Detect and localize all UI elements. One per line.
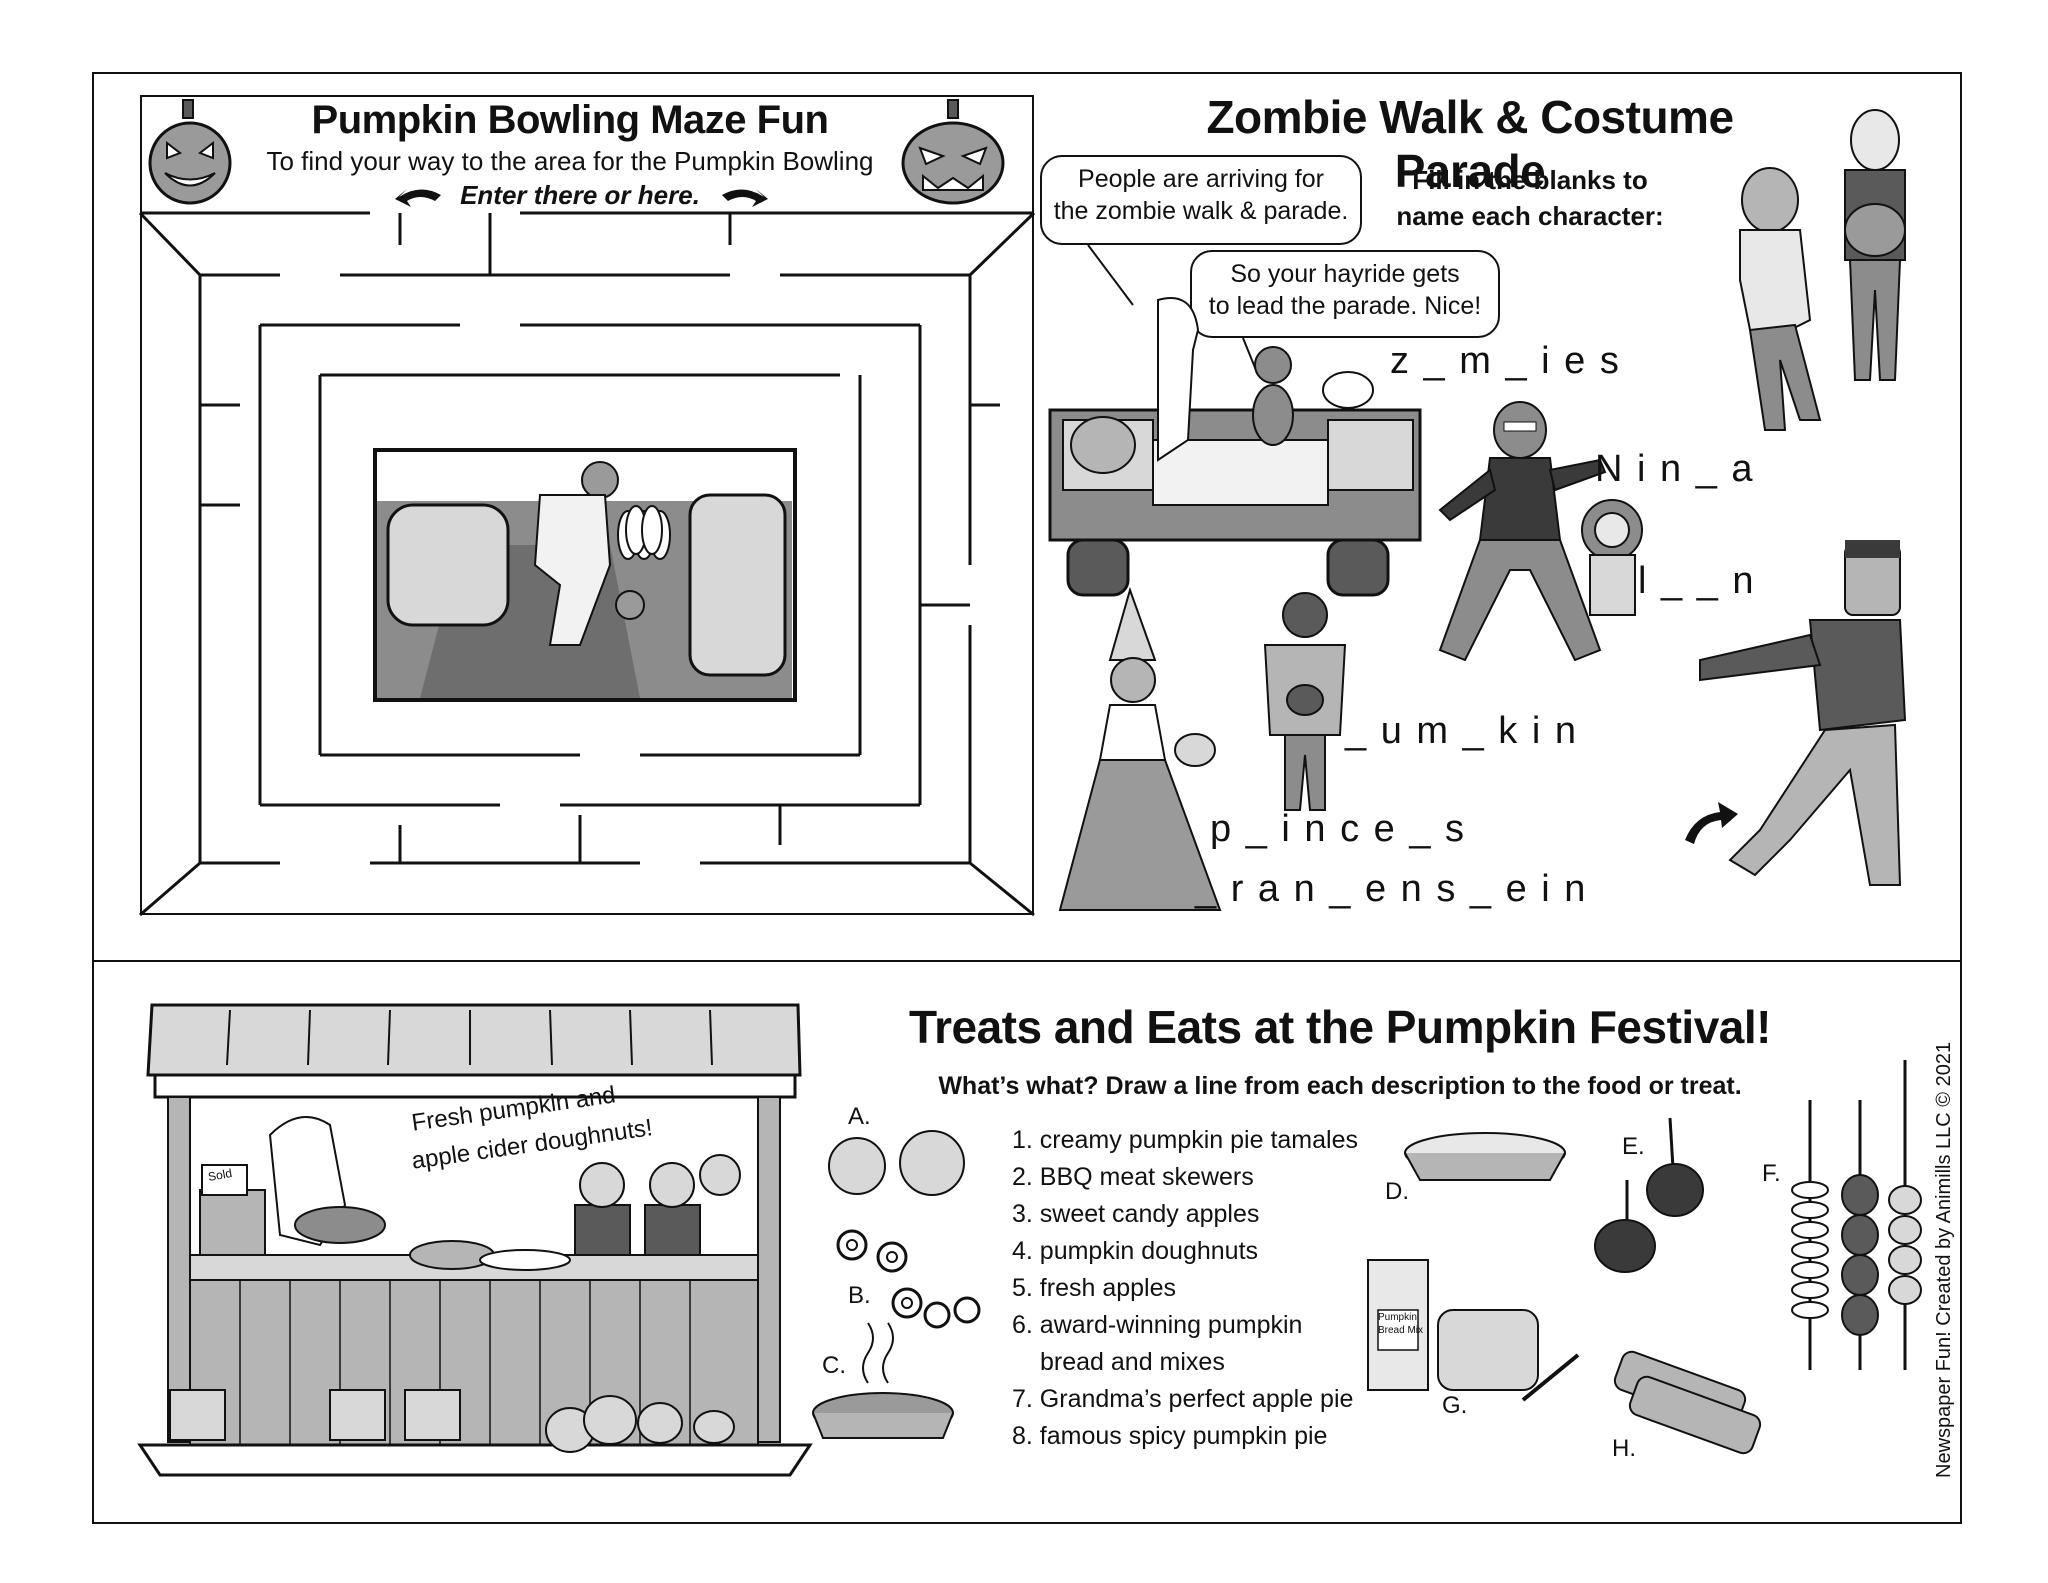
arrow-right-icon xyxy=(722,189,768,207)
letter-h: H. xyxy=(1612,1435,1636,1462)
food-item-8: 8. famous spicy pumpkin pie xyxy=(1012,1422,1328,1450)
blank-ninja: N i n _ a xyxy=(1595,448,1755,490)
maze-subtitle: To find your way to the area for the Pum… xyxy=(266,146,874,176)
food-item-1: 1. creamy pumpkin pie tamales xyxy=(1012,1126,1358,1154)
food-item-7: 7. Grandma’s perfect apple pie xyxy=(1012,1385,1354,1413)
princess-character xyxy=(1058,586,1222,911)
curved-arrow-icon xyxy=(1685,802,1738,844)
bubble1-line2: the zombie walk & parade. xyxy=(1053,197,1349,225)
letter-g: G. xyxy=(1442,1392,1468,1419)
maze-title: Pumpkin Bowling Maze Fun xyxy=(311,98,829,142)
blank-zombies: z _ m _ i e s xyxy=(1390,340,1621,382)
food-item-2: 2. BBQ meat skewers xyxy=(1012,1163,1254,1191)
pumpkin-tamales-icon xyxy=(1613,1350,1762,1455)
letter-d: D. xyxy=(1385,1178,1409,1205)
blank-frankenstein: _ r a n _ e n s _ e i n xyxy=(1195,868,1588,910)
zombie-instructions-line1: Fill in the blanks to xyxy=(1412,165,1648,195)
fresh-apples-icon xyxy=(828,1130,965,1196)
pumpkin-pie-c-icon xyxy=(812,1322,954,1439)
maze-walls xyxy=(138,211,1036,917)
jack-o-lantern-left-icon xyxy=(148,99,232,205)
bread-and-mix-icon xyxy=(1367,1259,1580,1402)
food-item-5: 5. fresh apples xyxy=(1012,1274,1176,1302)
bubble2-line1: So your hayride gets xyxy=(1230,260,1460,288)
food-list: 1. creamy pumpkin pie tamales 2. BBQ mea… xyxy=(1012,1122,1358,1455)
bubble2-line2: to lead the parade. Nice! xyxy=(1208,292,1482,320)
maze-enter-text: Enter there or here. xyxy=(460,180,700,210)
food-item-4: 4. pumpkin doughnuts xyxy=(1012,1237,1259,1265)
letter-c: C. xyxy=(822,1352,846,1379)
maze-box xyxy=(140,95,1034,915)
apple-pie-d-icon xyxy=(1404,1132,1566,1181)
food-item-6: 6. award-winning pumpkin xyxy=(1012,1311,1303,1339)
bottom-panel xyxy=(92,960,1962,1524)
speech-bubble-hayride: So your hayride gets to lead the parade.… xyxy=(1190,250,1500,338)
blank-lion: l _ _ n xyxy=(1638,560,1756,602)
food-stand-illustration xyxy=(137,1003,813,1477)
doughnuts-icon xyxy=(836,1229,981,1329)
frankenstein-character xyxy=(1699,540,1907,886)
pumpkin-costume-character xyxy=(1263,592,1347,811)
ninja-character xyxy=(1438,401,1607,662)
hay-wagon-illustration xyxy=(1048,244,1422,597)
food-item-6-cont: bread and mixes xyxy=(1040,1348,1225,1376)
lion-character xyxy=(1581,499,1643,616)
treats-title: Treats and Eats at the Pumpkin Festival! xyxy=(909,1001,1771,1053)
letter-f: F. xyxy=(1762,1160,1781,1187)
food-item-3: 3. sweet candy apples xyxy=(1012,1200,1260,1228)
credit-line: Newspaper Fun! Created by Animills LLC ©… xyxy=(1933,1041,1955,1478)
meat-skewers-icon xyxy=(1791,1060,1922,1370)
blank-princess: p _ i n c e _ s xyxy=(1210,808,1467,850)
zombie-instructions-line2: name each character: xyxy=(1396,201,1664,231)
bread-mix-label-line2: Bread Mix xyxy=(1378,1325,1424,1336)
speech-bubble-arriving: People are arriving for the zombie walk … xyxy=(1040,155,1362,245)
bubble1-line1: People are arriving for xyxy=(1078,165,1324,193)
treats-instructions: What’s what? Draw a line from each descr… xyxy=(938,1072,1742,1100)
arrow-left-icon xyxy=(395,189,441,207)
jack-o-lantern-right-icon xyxy=(901,99,1005,205)
zombie-character xyxy=(1739,167,1822,431)
letter-e: E. xyxy=(1622,1133,1645,1160)
blank-pumpkin: _ u m _ k i n xyxy=(1345,710,1578,752)
letter-a: A. xyxy=(848,1103,871,1130)
zombie-title: Zombie Walk & Costume Parade xyxy=(1206,91,1734,197)
candy-apples-icon xyxy=(1594,1117,1704,1273)
bread-mix-label-line1: Pumpkin xyxy=(1378,1312,1417,1323)
letter-b: B. xyxy=(848,1282,871,1309)
man-with-pumpkin-character xyxy=(1844,109,1906,381)
